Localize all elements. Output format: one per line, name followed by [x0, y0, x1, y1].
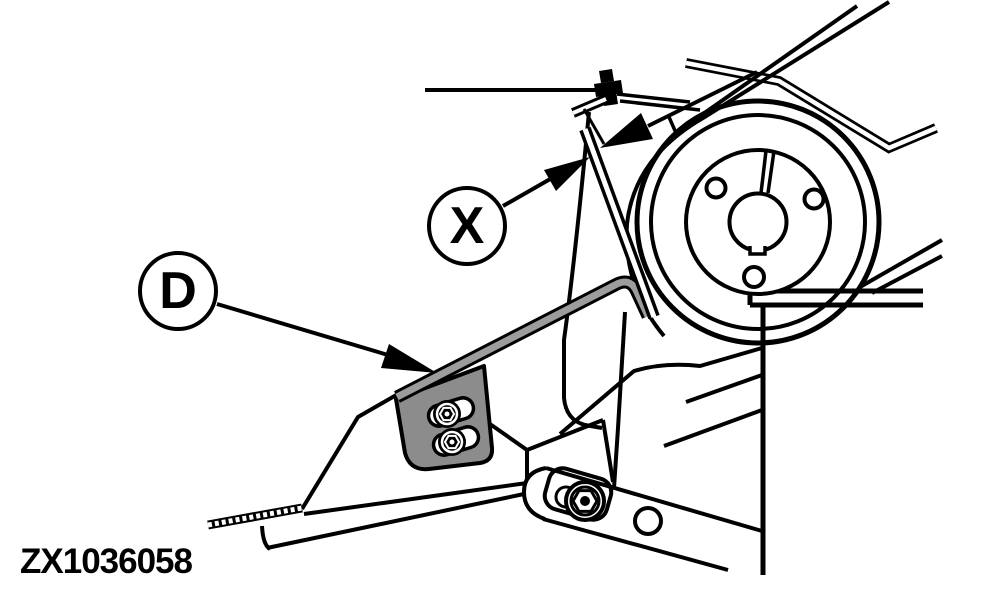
- rim-tick: [667, 116, 678, 134]
- pulley-outer-rim: [634, 98, 882, 346]
- adjustment-bracket: [394, 364, 495, 472]
- callout-x-circle: [427, 186, 507, 266]
- pulley: [634, 98, 882, 346]
- belt-guard: [685, 58, 938, 154]
- callout-d-label: D: [159, 262, 197, 320]
- pulley-bore: [727, 191, 789, 253]
- hub-slit: [759, 150, 776, 194]
- slot-bolt: [438, 428, 466, 456]
- straightedge: [579, 126, 660, 320]
- pivot-arm: [521, 466, 763, 575]
- measure-arrow-upper: [600, 70, 758, 148]
- callout-d-arrow: [216, 302, 437, 373]
- slot-bolt: [433, 400, 461, 428]
- frame-lines: [207, 88, 943, 551]
- bolt-hole: [704, 176, 728, 200]
- keyway-notch: [748, 246, 767, 256]
- arm-hole: [633, 506, 663, 536]
- callout-d-circle: [138, 251, 218, 331]
- bent-rod: [394, 275, 654, 403]
- callout-x-arrow: [502, 157, 590, 208]
- pivot-bolt: [564, 480, 606, 522]
- callout-x-label: X: [449, 197, 485, 255]
- figure-code: ZX1036058: [20, 542, 193, 581]
- bolt-hole: [742, 265, 766, 289]
- pulley-inner-rim: [649, 113, 867, 331]
- bolt-hole: [802, 187, 826, 211]
